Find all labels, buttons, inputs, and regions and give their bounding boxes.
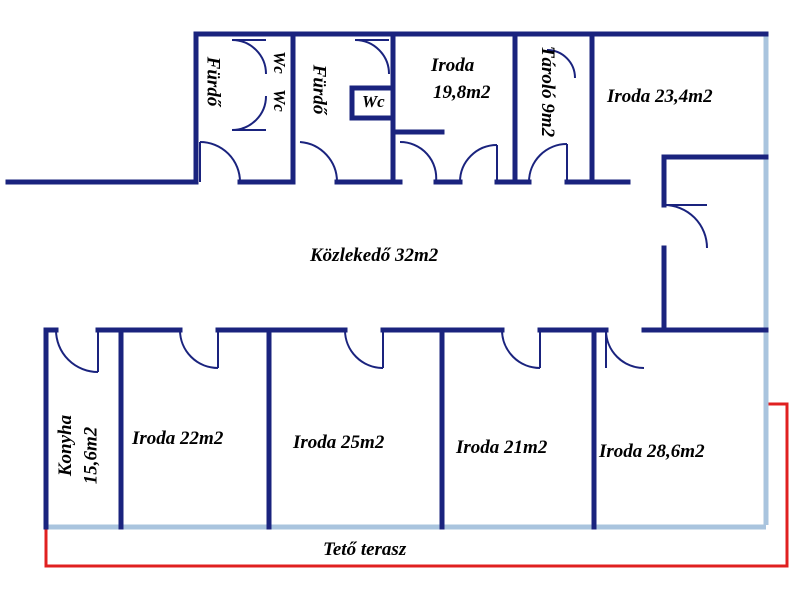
east-wing-wall	[661, 154, 769, 208]
door-arc	[231, 95, 267, 131]
door-arc	[399, 140, 438, 183]
door-arc	[354, 39, 390, 75]
label-konyha: Konyha	[55, 414, 77, 477]
door-arc	[663, 204, 708, 249]
label-wc-3: Wc	[362, 92, 385, 111]
label-wc-2: Wc	[269, 89, 289, 112]
wc-box	[349, 85, 396, 121]
label-furdo-1: Fürdő	[202, 56, 224, 107]
label-konyha-area: 15,6m2	[80, 426, 102, 485]
upper-block-outline	[193, 31, 769, 185]
label-iroda-22: Iroda 22m2	[132, 428, 224, 449]
label-iroda-23: Iroda 23,4m2	[607, 86, 713, 107]
label-kozlekedo: Közlekedő 32m2	[310, 245, 439, 266]
label-wc-1: Wc	[269, 51, 289, 74]
label-iroda-19: Iroda	[431, 55, 475, 76]
label-terasz: Tető terasz	[323, 539, 407, 560]
door-arc	[231, 39, 267, 75]
door-arc	[528, 143, 568, 183]
door-arc	[179, 329, 219, 369]
door-arc	[501, 329, 541, 369]
door-arc	[199, 141, 241, 183]
door-arc	[344, 329, 384, 369]
label-iroda-25: Iroda 25m2	[293, 432, 385, 453]
label-iroda-19-area: 19,8m2	[433, 82, 491, 103]
door-arc	[546, 49, 576, 79]
terrace-outline	[44, 402, 789, 568]
door-arc	[299, 141, 339, 183]
door-arc	[55, 329, 99, 373]
label-furdo-2: Fürdő	[308, 64, 330, 115]
label-iroda-28: Iroda 28,6m2	[599, 441, 705, 462]
label-iroda-21: Iroda 21m2	[456, 437, 548, 458]
door-arc	[605, 329, 645, 369]
label-tarolo: Tároló 9m2	[537, 45, 559, 138]
door-arc	[459, 144, 498, 183]
